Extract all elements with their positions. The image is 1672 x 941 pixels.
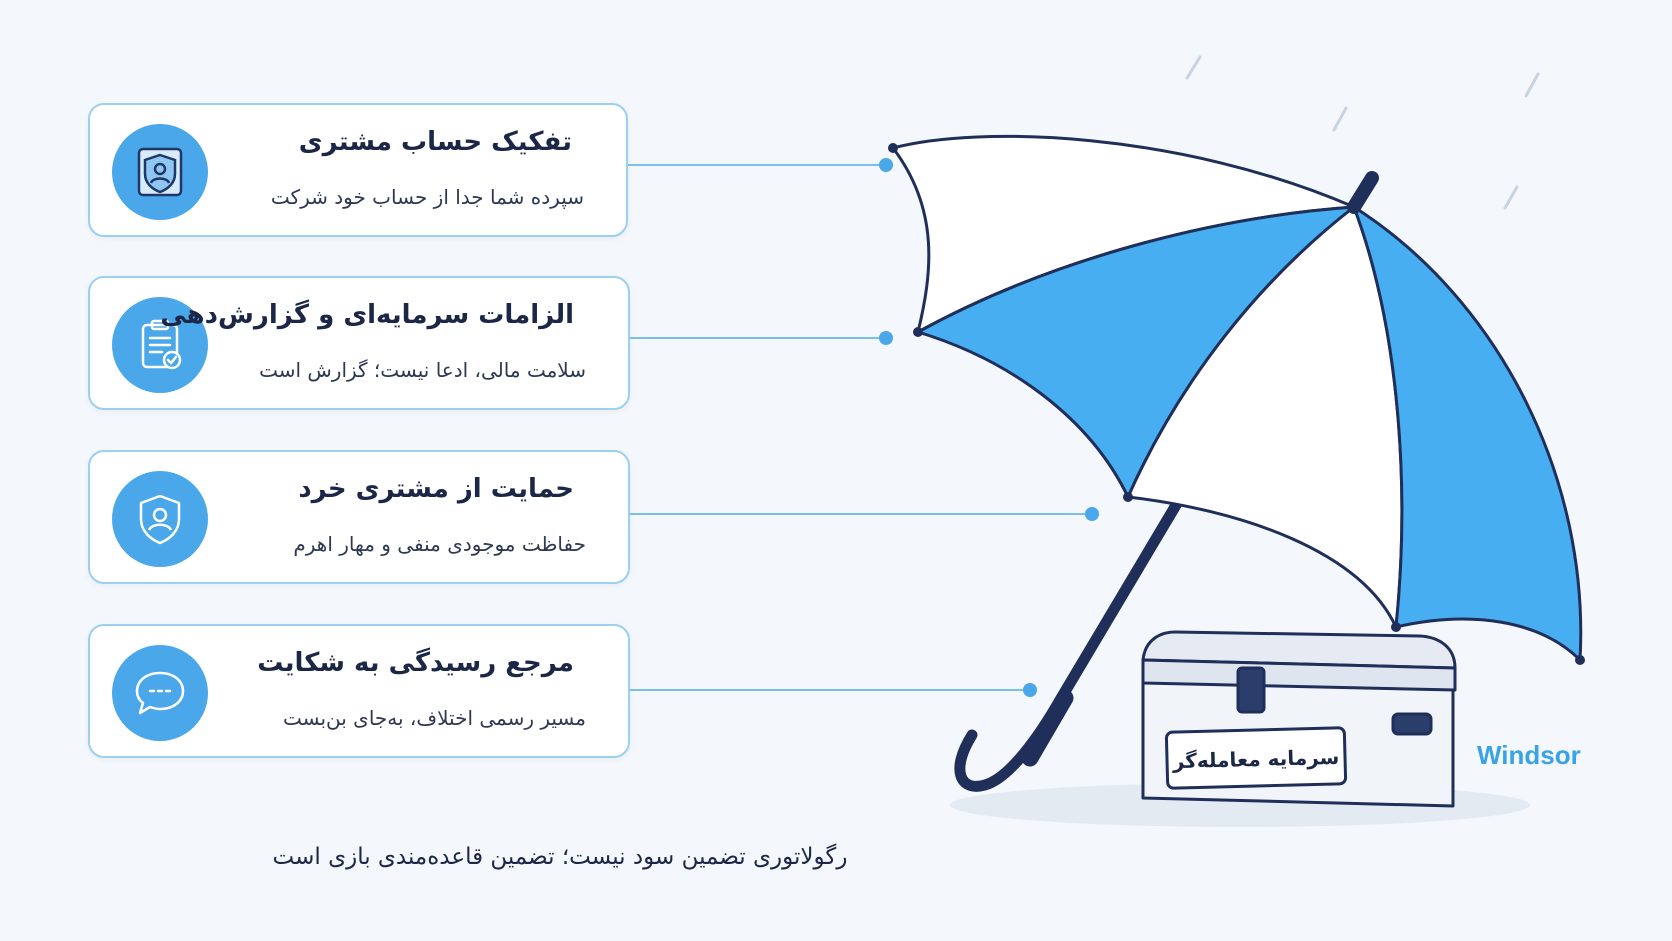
card-description: حفاظت موجودی منفی و مهار اهرم [293, 532, 586, 556]
feature-card-complaint-authority: مرجع رسیدگی به شکایت مسیر رسمی اختلاف، ب… [88, 624, 630, 758]
card-title: حمایت از مشتری خرد [298, 474, 574, 504]
brand-logo: Windsor [1477, 740, 1581, 770]
icon-badge [112, 297, 208, 393]
icon-badge [112, 645, 208, 741]
rain-streaks [1185, 55, 1540, 210]
shield-person-icon [139, 494, 181, 545]
feature-card-capital-requirements: الزامات سرمایه‌ای و گزارش‌دهی سلامت مالی… [88, 276, 630, 410]
card-title: الزامات سرمایه‌ای و گزارش‌دهی [160, 300, 574, 330]
connector-lines [628, 164, 1092, 691]
icon-badge [112, 471, 208, 567]
card-title: تفکیک حساب مشتری [298, 127, 572, 157]
feature-card-segregation: تفکیک حساب مشتری سپرده شما جدا از حساب خ… [88, 103, 628, 237]
chest [1141, 630, 1457, 808]
umbrella-tip [1347, 171, 1379, 214]
chat-bubble-icon [135, 671, 185, 715]
umbrella-canopy [891, 134, 1583, 662]
feature-card-retail-protection: حمایت از مشتری خرد حفاظت موجودی منفی و م… [88, 450, 630, 584]
card-description: سپرده شما جدا از حساب خود شرکت [270, 185, 584, 209]
card-description: مسیر رسمی اختلاف، به‌جای بن‌بست [282, 706, 586, 730]
connector-dots [879, 158, 1099, 697]
card-description: سلامت مالی، ادعا نیست؛ گزارش است [259, 358, 586, 382]
shield-user-icon [137, 147, 183, 197]
icon-badge [112, 124, 208, 220]
umbrella-rib-ends [888, 143, 1585, 665]
footer-caption: رگولاتوری تضمین سود نیست؛ تضمین قاعده‌من… [272, 844, 848, 870]
clipboard-check-icon [141, 319, 182, 370]
umbrella-grip [1021, 689, 1074, 767]
chest-label: سرمایه معامله‌گر [1172, 744, 1340, 774]
card-title: مرجع رسیدگی به شکایت [257, 648, 574, 678]
